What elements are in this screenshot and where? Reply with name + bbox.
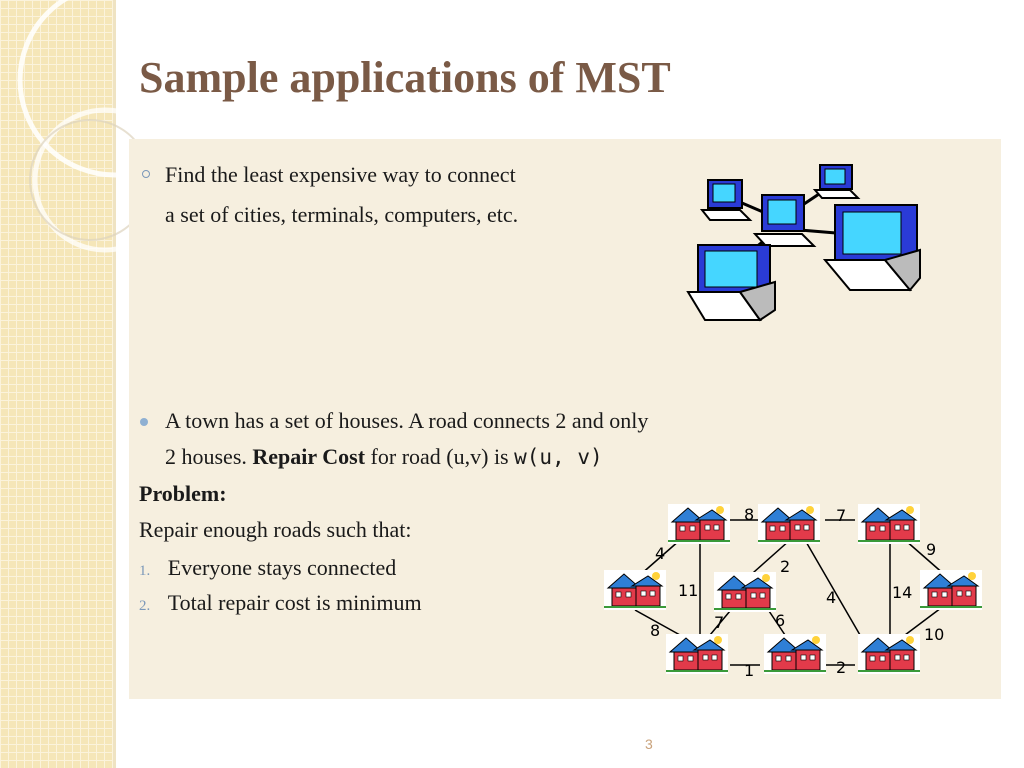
computer-small-left — [699, 179, 753, 221]
house-icon — [713, 571, 777, 613]
edge-weight: 8 — [650, 621, 660, 640]
computer-large-left — [686, 244, 776, 322]
house-icon — [667, 503, 731, 545]
slide-title: Sample applications of MST — [139, 53, 671, 102]
edge-weight: 4 — [655, 544, 665, 563]
circle-bullet — [142, 170, 150, 178]
house-icon — [857, 633, 921, 675]
edge-weight: 7 — [714, 613, 724, 632]
item-number: 2. — [139, 598, 151, 614]
problem-item-1: 1. Everyone stays connected — [139, 555, 396, 581]
problem-heading: Problem: — [139, 481, 227, 506]
edge-weight: 6 — [775, 611, 785, 630]
edge-weight: 9 — [926, 540, 936, 559]
bullet2-line2: 2 houses. Repair Cost for road (u,v) is … — [165, 444, 603, 470]
bullet1-line2: a set of cities, terminals, computers, e… — [165, 202, 519, 227]
computer-large-right — [822, 204, 921, 292]
edge-weight: 2 — [836, 658, 846, 677]
dot-bullet — [140, 418, 148, 426]
computer-small-right — [812, 164, 861, 199]
weight-function: w(u, v) — [514, 445, 603, 469]
bullet2-prefix: 2 houses. — [165, 444, 253, 469]
bullet2-mid: for road (u,v) is — [365, 444, 515, 469]
edge-weight: 1 — [744, 661, 754, 680]
bullet2-line1: A town has a set of houses. A road conne… — [165, 408, 649, 433]
page-number: 3 — [645, 736, 653, 752]
edge-weight: 10 — [924, 625, 944, 644]
house-icon — [919, 569, 983, 611]
edge-weight: 8 — [744, 505, 754, 524]
house-icon — [757, 503, 821, 545]
house-graph: 8 7 4 2 9 11 14 4 7 6 8 10 1 2 — [603, 503, 983, 680]
item-number: 1. — [139, 563, 151, 579]
house-icon — [665, 633, 729, 675]
edge-weight: 4 — [826, 588, 836, 607]
computer-middle — [752, 194, 817, 247]
item-text: Total repair cost is minimum — [167, 590, 422, 615]
edge-weight: 14 — [892, 583, 912, 602]
computer-network-icon — [686, 164, 921, 322]
house-icon — [763, 633, 827, 675]
edge-weight: 11 — [678, 581, 698, 600]
edge-weight: 7 — [836, 506, 846, 525]
edge-weight: 2 — [780, 557, 790, 576]
house-icon — [603, 569, 667, 611]
house-icon — [857, 503, 921, 545]
repair-cost-bold: Repair Cost — [252, 444, 366, 469]
decorative-strip-edge — [113, 0, 116, 768]
problem-intro: Repair enough roads such that: — [139, 517, 412, 542]
item-text: Everyone stays connected — [167, 555, 397, 580]
bullet1-line1: Find the least expensive way to connect — [165, 162, 516, 187]
problem-item-2: 2. Total repair cost is minimum — [139, 590, 422, 616]
